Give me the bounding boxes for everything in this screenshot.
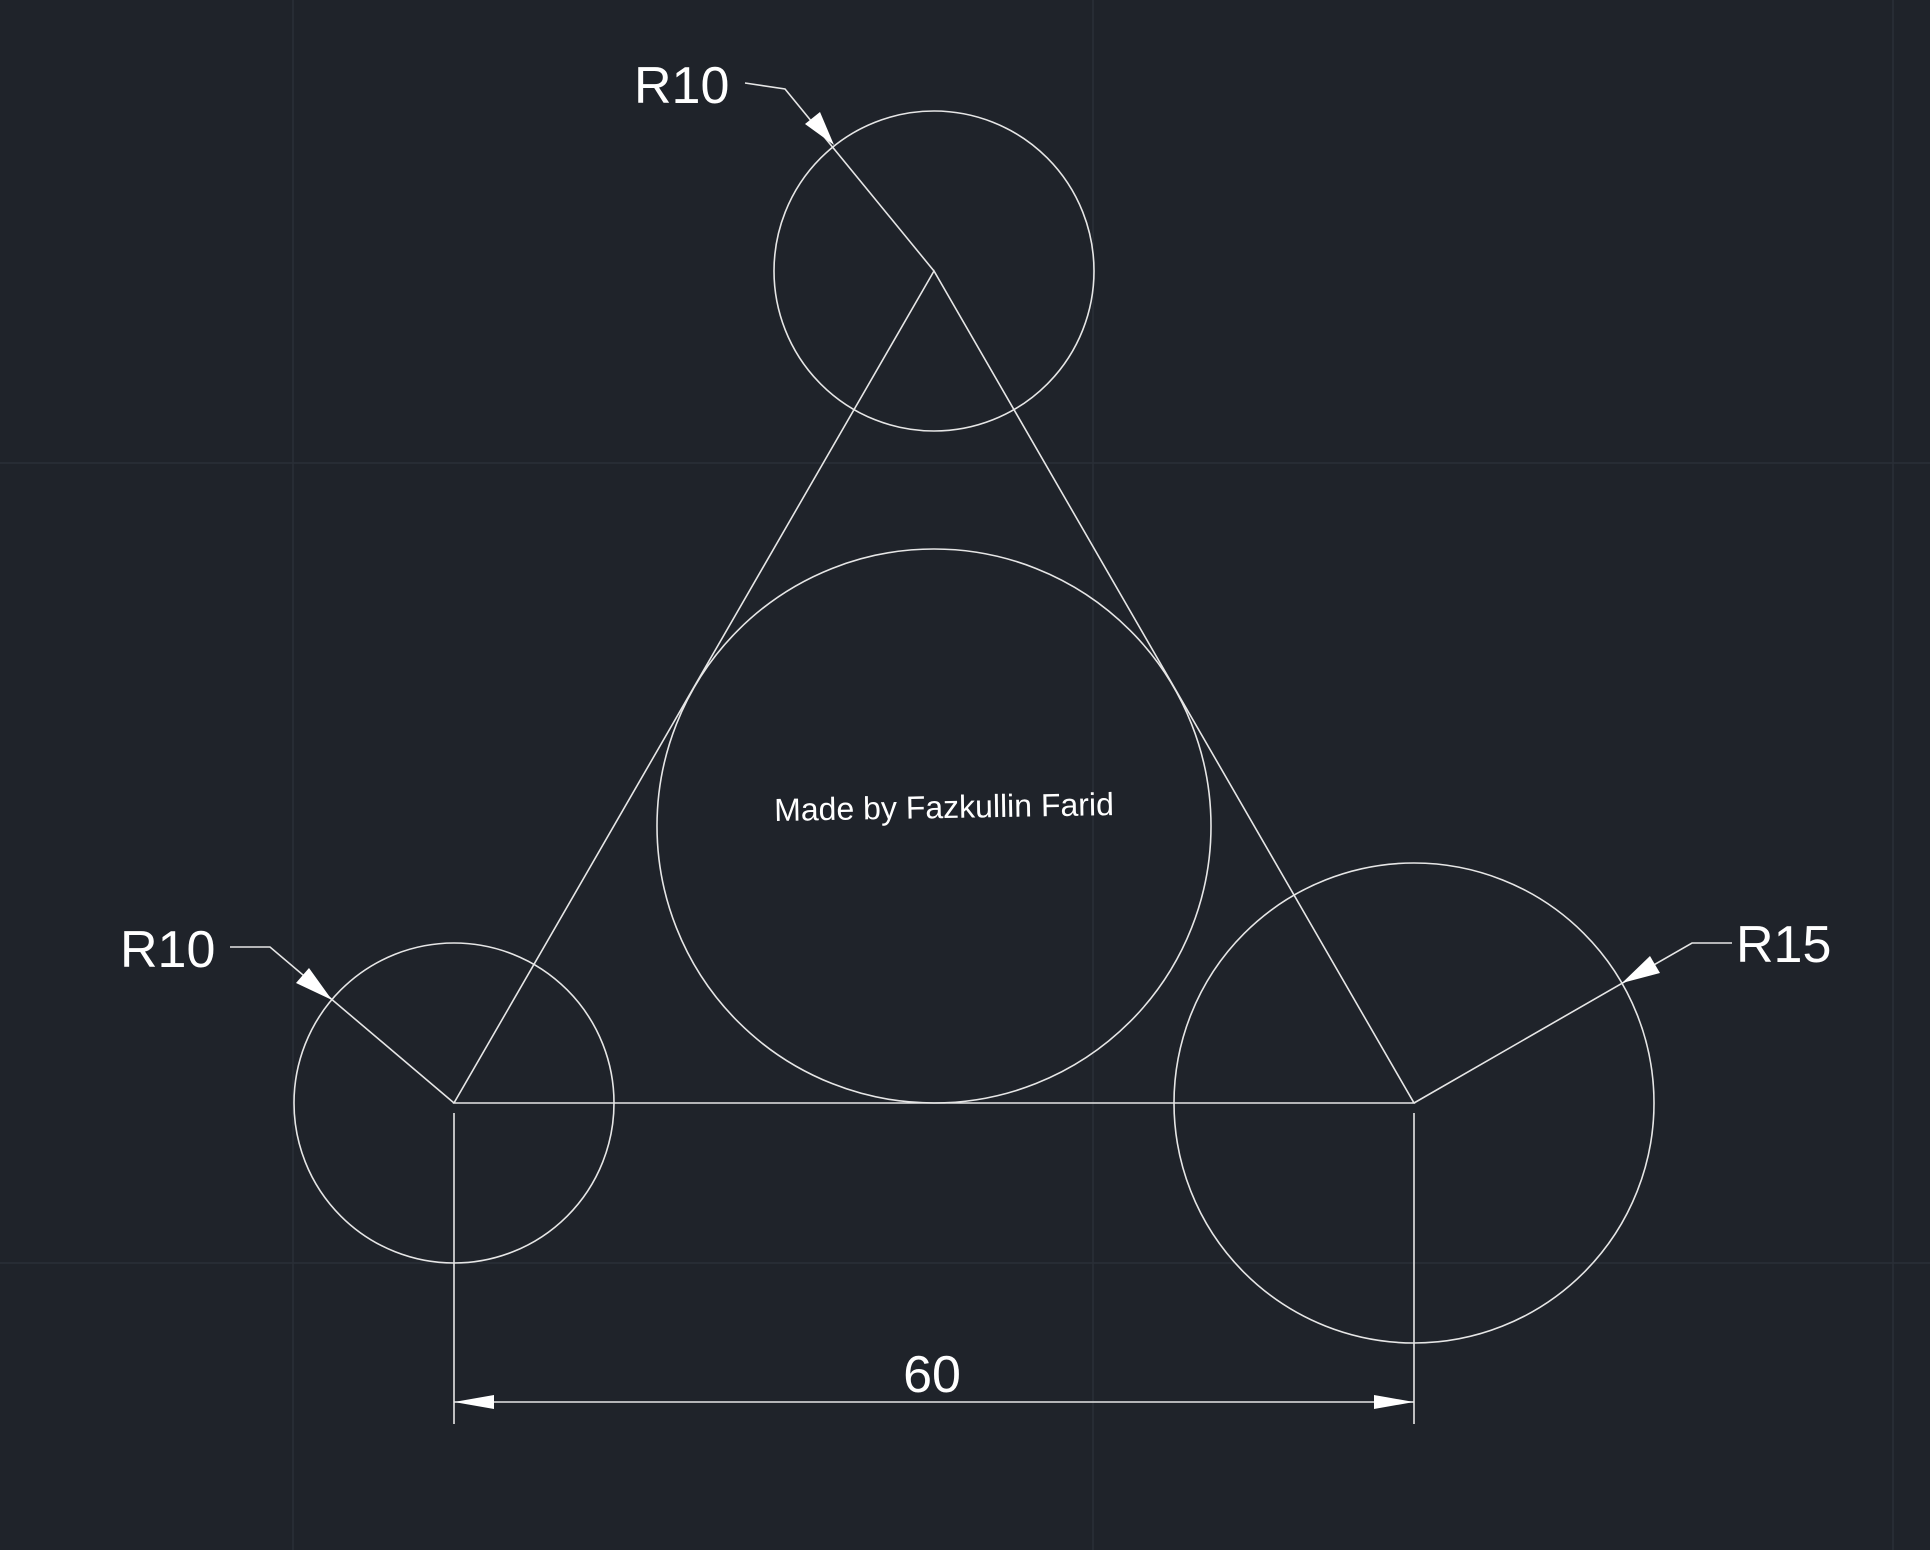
inscribed-circle — [656, 548, 1212, 1104]
author-note: Made by Fazkullin Farid — [774, 786, 1114, 828]
leader-arrowhead — [296, 968, 332, 1000]
left-radius-label: R10 — [120, 921, 215, 979]
dimension-arrowhead-left — [454, 1395, 494, 1409]
left-radius-leader: R10 — [120, 921, 455, 1104]
top-radius-label: R10 — [634, 57, 729, 115]
leader-arrowhead — [1622, 956, 1660, 983]
leader-arrowhead — [805, 112, 834, 145]
top-radius-leader: R10 — [634, 57, 935, 272]
dimension-arrowhead-right — [1374, 1395, 1414, 1409]
base-length-dimension: 60 — [453, 1113, 1415, 1424]
triangle-outline — [452, 269, 1416, 1104]
right-radius-leader: R15 — [1413, 916, 1831, 1104]
right-radius-label: R15 — [1736, 916, 1831, 974]
top-circle — [773, 110, 1095, 432]
base-length-label: 60 — [903, 1346, 961, 1404]
